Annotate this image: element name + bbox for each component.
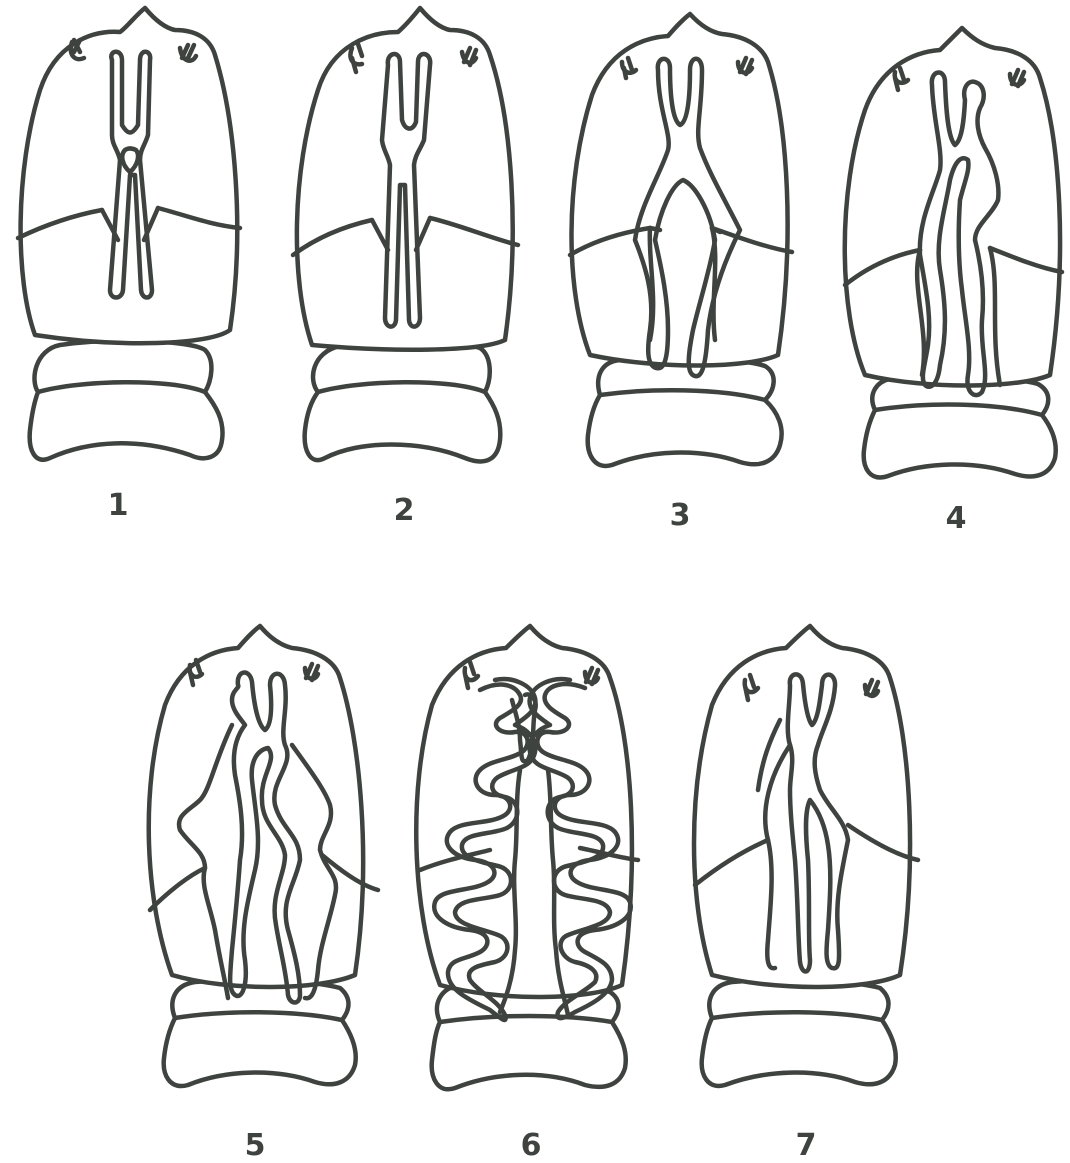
figure-5: 5 [149, 626, 378, 1163]
figure-1-base [30, 341, 223, 460]
figure-2-base [305, 342, 501, 462]
figure-7-base [702, 980, 896, 1086]
figure-4-body [845, 28, 1062, 386]
figure-1: 1 [18, 8, 240, 523]
figure-5-base [164, 980, 356, 1086]
figure-4: 4 [845, 28, 1062, 536]
figure-5-label: 5 [245, 1128, 266, 1163]
figure-7-label: 7 [796, 1128, 817, 1163]
figure-1-label: 1 [108, 488, 129, 523]
figure-6-body [416, 626, 638, 997]
figure-2-label: 2 [394, 493, 415, 528]
figure-4-base [864, 376, 1056, 477]
figure-6: 6 [416, 626, 638, 1163]
figure-3-base [588, 358, 782, 466]
figure-2: 2 [293, 8, 518, 528]
figure-6-label: 6 [521, 1128, 542, 1163]
figure-3: 3 [570, 14, 792, 533]
figure-7: 7 [694, 626, 918, 1163]
figure-2-body [293, 8, 518, 350]
figure-3-label: 3 [670, 498, 691, 533]
figure-4-label: 4 [946, 501, 967, 536]
figure-3-body [570, 14, 792, 366]
